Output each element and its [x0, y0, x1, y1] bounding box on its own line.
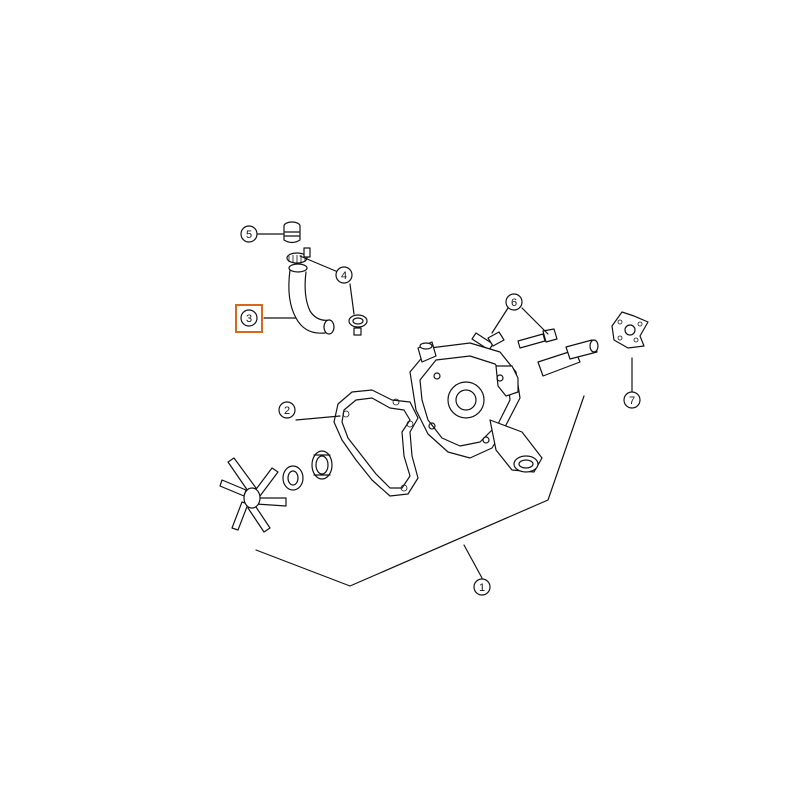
part-1-fan — [219, 457, 287, 533]
leader-lines — [255, 233, 633, 587]
part-1-hub — [282, 465, 304, 491]
callout-5: 5 — [240, 225, 258, 243]
callout-5-label: 5 — [246, 229, 252, 241]
highlight-box — [235, 304, 263, 333]
leader-2 — [295, 415, 341, 421]
part-4-clamp-lower — [348, 314, 368, 336]
callout-3-label: 3 — [246, 313, 252, 325]
callout-6: 6 — [505, 293, 523, 311]
callout-6-label: 6 — [511, 297, 517, 309]
part-6-bolt-long — [517, 328, 558, 349]
part-1-pulley — [311, 450, 333, 480]
leader-6 — [491, 307, 549, 335]
part-1-water-pump-body — [409, 341, 543, 473]
callout-7-label: 7 — [629, 395, 635, 407]
leader-4 — [299, 255, 355, 315]
part-3-hose — [288, 263, 335, 335]
part-5-fitting — [283, 221, 301, 244]
leader-1 — [463, 544, 483, 579]
callout-7: 7 — [623, 391, 641, 409]
part-2-gasket — [333, 389, 419, 497]
callout-4: 4 — [335, 266, 353, 284]
leader-1-bracket — [255, 395, 585, 587]
callout-2-label: 2 — [284, 405, 290, 417]
callout-2: 2 — [278, 401, 296, 419]
part-6-stud — [537, 339, 599, 377]
callout-4-label: 4 — [341, 270, 347, 282]
part-7-spacer — [611, 311, 649, 349]
callout-3: 3 — [240, 309, 258, 327]
part-4-clamp-upper — [286, 247, 311, 264]
callout-1-label: 1 — [479, 582, 485, 594]
callout-1: 1 — [473, 578, 491, 596]
